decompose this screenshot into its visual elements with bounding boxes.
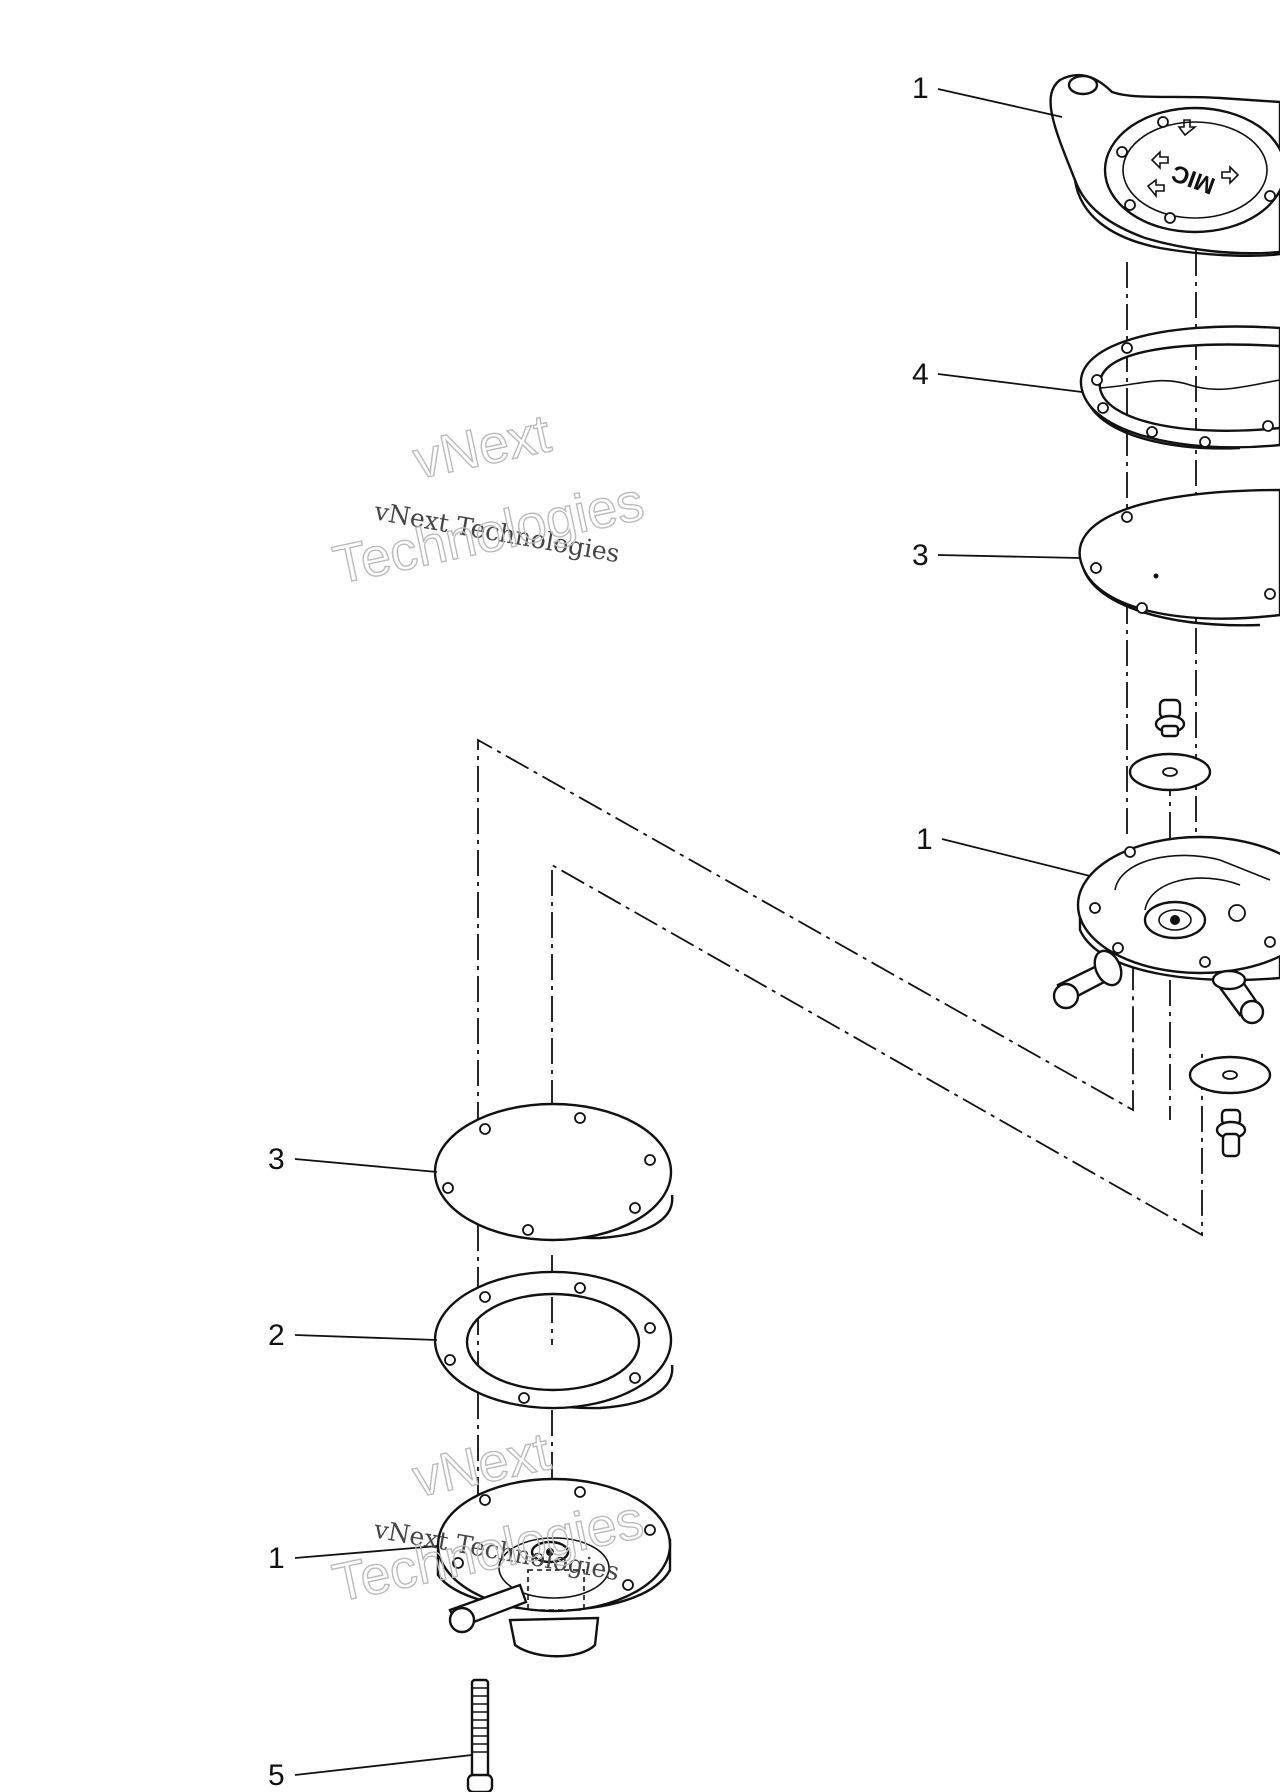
watermark-upper: vNext vNext Technologies Technologies — [327, 403, 649, 597]
callout-4: 4 — [912, 358, 929, 391]
callout-labels: 1 4 3 1 3 2 1 5 — [268, 72, 1091, 1792]
callout-2: 2 — [268, 1319, 285, 1352]
callout-3-upper: 3 — [912, 539, 929, 572]
callout-5: 5 — [268, 1759, 285, 1792]
callout-1-top: 1 — [912, 72, 929, 105]
callout-1-bottom: 1 — [268, 1542, 285, 1575]
gasket-upper — [1079, 325, 1280, 450]
check-valve-lower — [1215, 1108, 1247, 1158]
pump-cover-top: MIC — [1049, 73, 1280, 257]
gasket-lower — [433, 1270, 674, 1410]
callout-1-middle: 1 — [916, 823, 933, 856]
diaphragm-upper — [1078, 488, 1280, 627]
pump-body-bottom — [436, 1477, 672, 1658]
diaphragm-lower — [433, 1102, 674, 1242]
pump-body-middle — [1052, 835, 1280, 1025]
valve-disc-lower — [1188, 1055, 1272, 1095]
callout-3-lower: 3 — [268, 1143, 285, 1176]
check-valve-upper — [1154, 698, 1186, 738]
watermark-upper-line1: vNext — [408, 403, 556, 490]
valve-disc-upper — [1128, 752, 1212, 792]
screw — [466, 1678, 494, 1792]
watermark-upper-line3: Technologies — [328, 471, 649, 595]
